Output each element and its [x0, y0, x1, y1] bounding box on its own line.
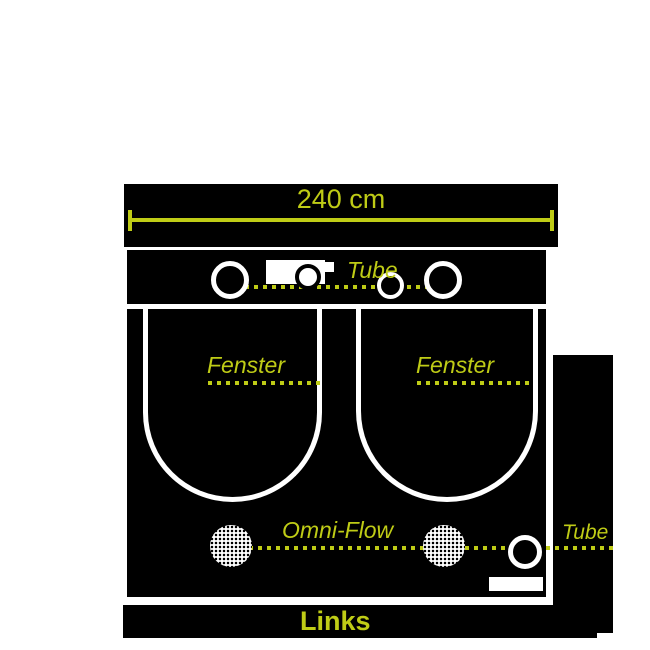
window-right-label: Fenster [416, 352, 494, 378]
dimension-label: 240 cm [296, 184, 386, 214]
handle-strap [489, 577, 543, 591]
omni-flow-label: Omni-Flow [282, 517, 394, 543]
tube-port-bottom-icon [508, 535, 542, 569]
dimension-bar: 240 cm [124, 184, 558, 247]
dimension-line [128, 218, 554, 222]
tent-front-panel: Tube Fenster Fenster Omni-Flow [127, 250, 613, 603]
tube-port-left-icon [211, 261, 249, 299]
side-tube-label: Tube [562, 521, 609, 544]
mesh-vent-right-icon [423, 525, 465, 567]
roof-seam-line [127, 304, 546, 309]
dimension-tick-left [128, 210, 132, 231]
tube-port-small-icon [377, 272, 404, 299]
mesh-vent-left-icon [210, 525, 252, 567]
dimension-tick-right [550, 210, 554, 231]
window-left-dotted-line [208, 381, 322, 385]
window-left-label: Fenster [207, 352, 285, 378]
logo-plate-tab [324, 262, 334, 272]
window-right-outline [356, 307, 538, 502]
side-panel-region: Tube [553, 355, 613, 633]
logo-ring-icon [295, 264, 321, 290]
orientation-label: Links [300, 606, 371, 636]
top-tube-label: Tube [347, 257, 398, 283]
window-left-outline [143, 307, 322, 502]
window-right-dotted-line [417, 381, 531, 385]
roof-duct-dotted-line [227, 285, 449, 289]
bottom-band: Links [123, 605, 597, 638]
tube-port-right-icon [424, 261, 462, 299]
vent-dotted-line [231, 546, 613, 550]
